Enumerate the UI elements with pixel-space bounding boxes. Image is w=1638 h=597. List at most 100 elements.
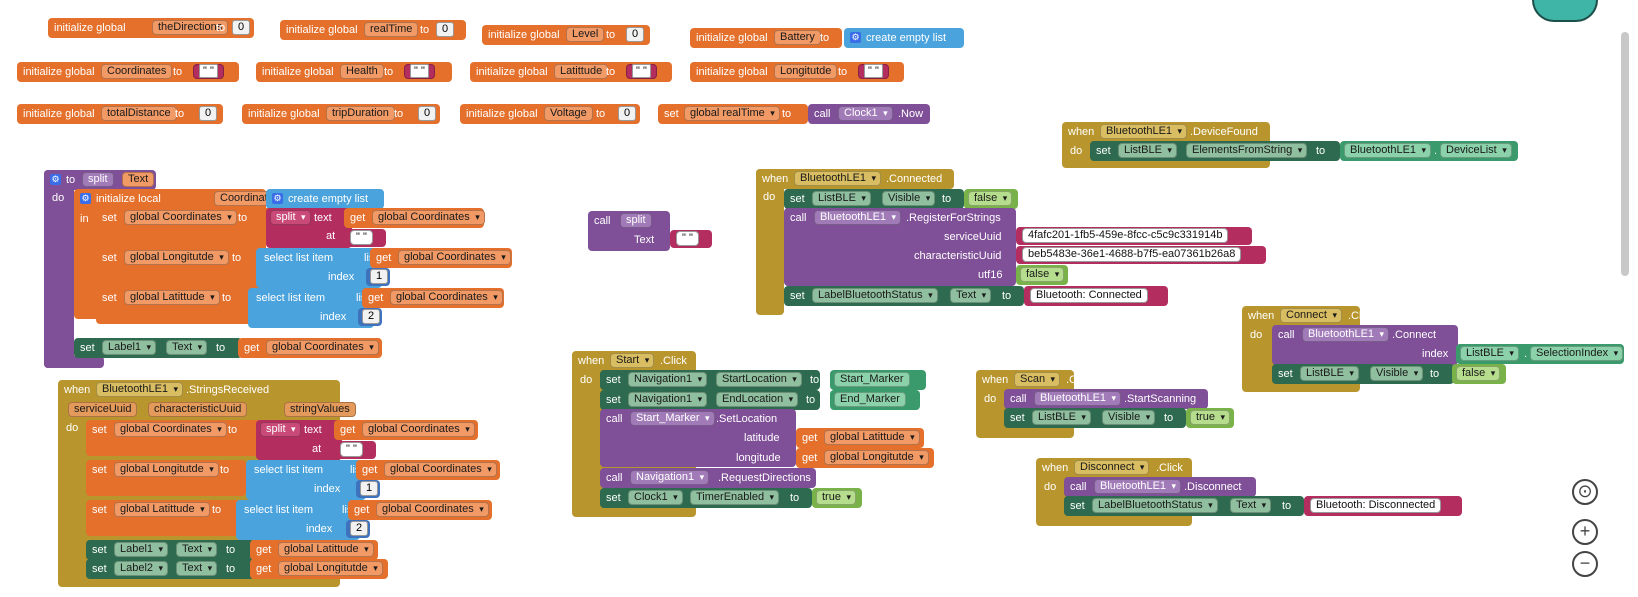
false-block[interactable]: false bbox=[1452, 364, 1506, 384]
set-global-longitude[interactable]: set global Longitutde to bbox=[86, 460, 246, 496]
component-dropdown[interactable]: BluetoothLE1 bbox=[1302, 327, 1390, 342]
component-dropdown[interactable]: ListBLE bbox=[812, 191, 871, 206]
call-request-directions[interactable]: call Navigation1 .RequestDirections bbox=[600, 468, 816, 488]
var-dropdown[interactable]: global Coordinates bbox=[390, 290, 503, 305]
center-icon[interactable]: ⊙ bbox=[1572, 479, 1598, 505]
global-init-Health[interactable]: initialize global Health to " " bbox=[256, 62, 452, 82]
component-dropdown[interactable]: Label2 bbox=[114, 561, 169, 576]
component-dropdown[interactable]: Start bbox=[610, 353, 655, 368]
component-dropdown[interactable]: Label1 bbox=[102, 340, 157, 355]
property-dropdown[interactable]: Visible bbox=[882, 191, 936, 206]
split-dropdown[interactable]: split bbox=[260, 422, 301, 437]
select-list-item-block[interactable]: select list item list index bbox=[246, 460, 366, 500]
set-label1-text[interactable]: set Label1 Text to bbox=[74, 338, 242, 358]
true-block[interactable]: true bbox=[1186, 408, 1234, 428]
number-value[interactable]: 1 bbox=[370, 269, 389, 284]
var-dropdown[interactable]: global Coordinates bbox=[376, 502, 489, 517]
property-dropdown[interactable]: EndLocation bbox=[716, 392, 799, 407]
component-dropdown[interactable]: BluetoothLE1 bbox=[96, 382, 184, 397]
zoom-out-icon[interactable]: − bbox=[1572, 551, 1598, 577]
string-value[interactable]: beb5483e-36e1-4688-b7f5-ea07361b26a8 bbox=[1022, 247, 1242, 262]
number-block[interactable]: 2 bbox=[346, 520, 370, 538]
set-label1-text[interactable]: set Label1 Text to bbox=[86, 540, 254, 560]
component-dropdown[interactable]: Navigation1 bbox=[628, 372, 708, 387]
global-init-realTime[interactable]: initialize global realTime to 0 bbox=[280, 20, 466, 40]
component-dropdown[interactable]: Navigation1 bbox=[628, 392, 708, 407]
string-literal[interactable]: " " bbox=[670, 230, 712, 248]
call-start-scanning[interactable]: call BluetoothLE1 .StartScanning bbox=[1004, 389, 1208, 409]
property-dropdown[interactable]: ElementsFromString bbox=[1186, 143, 1308, 158]
component-value[interactable]: Start_Marker bbox=[834, 372, 910, 387]
property-dropdown[interactable]: StartLocation bbox=[716, 372, 802, 387]
var-dropdown[interactable]: global Latittude bbox=[114, 502, 210, 517]
global-init-tripDuration[interactable]: initialize global tripDuration to 0 bbox=[242, 104, 440, 124]
get-global-longitude[interactable]: get global Longitutde bbox=[250, 559, 388, 579]
var-dropdown[interactable]: global Latittude bbox=[278, 542, 374, 557]
string-value[interactable]: " " bbox=[404, 64, 435, 79]
param-characteristicUuid[interactable]: characteristicUuid bbox=[148, 402, 248, 417]
select-list-item-block[interactable]: select list item list index bbox=[256, 248, 382, 288]
get-global-coordinates[interactable]: get global Coordinates bbox=[348, 500, 492, 520]
component-dropdown[interactable]: LabelBluetoothStatus bbox=[1092, 498, 1218, 513]
string-value[interactable]: " " bbox=[350, 230, 373, 245]
get-global-coordinates[interactable]: get global Coordinates bbox=[344, 208, 485, 228]
string-value[interactable]: Bluetooth: Disconnected bbox=[1310, 498, 1442, 513]
string-value[interactable]: " " bbox=[340, 442, 363, 457]
string-value[interactable]: Bluetooth: Connected bbox=[1030, 288, 1148, 303]
set-global-coordinates[interactable]: set global Coordinates to bbox=[86, 420, 262, 456]
string-value[interactable]: 4fafc201-1fb5-459e-8fcc-c5c9c331914b bbox=[1022, 228, 1229, 243]
global-init-Coordinates[interactable]: initialize global Coordinates to " " bbox=[17, 62, 239, 82]
gear-icon[interactable]: ⚙ bbox=[80, 193, 91, 204]
split-text-block[interactable]: split text at bbox=[266, 208, 352, 248]
boolean-dropdown[interactable]: false bbox=[1020, 267, 1065, 282]
number-block[interactable]: 1 bbox=[356, 480, 380, 498]
set-navigation-endlocation[interactable]: set Navigation1 EndLocation to bbox=[600, 390, 820, 410]
procedure-name[interactable]: split bbox=[620, 213, 652, 228]
gear-icon[interactable]: ⚙ bbox=[272, 193, 283, 204]
boolean-dropdown[interactable]: false bbox=[1456, 366, 1501, 381]
call-setlocation[interactable]: call Start_Marker .SetLocation latitude … bbox=[600, 409, 796, 467]
component-dropdown[interactable]: BluetoothLE1 bbox=[1100, 124, 1188, 139]
var-name[interactable]: Longitutde bbox=[774, 64, 838, 79]
var-name[interactable]: theDirections bbox=[152, 20, 229, 35]
var-name[interactable]: Voltage bbox=[544, 106, 593, 121]
trashcan-icon[interactable] bbox=[1532, 0, 1598, 22]
call-clock-now[interactable]: call Clock1 .Now bbox=[808, 104, 930, 124]
split-text-block[interactable]: split text at bbox=[256, 420, 342, 460]
get-global-coordinates[interactable]: get global Coordinates bbox=[370, 248, 512, 268]
var-dropdown[interactable]: global realTime bbox=[684, 106, 780, 121]
set-global-longitude[interactable]: set global Longitutde to bbox=[96, 248, 256, 284]
global-init-Voltage[interactable]: initialize global Voltage to 0 bbox=[460, 104, 640, 124]
create-empty-list-block[interactable]: ⚙ create empty list bbox=[266, 189, 384, 209]
global-init-totalDistance[interactable]: initialize global totalDistance to 0 bbox=[17, 104, 223, 124]
split-dropdown[interactable]: split bbox=[270, 210, 311, 225]
zoom-in-icon[interactable]: + bbox=[1572, 519, 1598, 545]
set-global-latitude[interactable]: set global Latittude to bbox=[86, 500, 242, 536]
start-marker-block[interactable]: Start_Marker bbox=[830, 370, 926, 390]
component-dropdown[interactable]: Label1 bbox=[114, 542, 169, 557]
component-dropdown[interactable]: BluetoothLE1 bbox=[1094, 479, 1182, 494]
property-dropdown[interactable]: SelectionIndex bbox=[1530, 346, 1624, 361]
false-block[interactable]: false bbox=[964, 189, 1018, 209]
component-dropdown[interactable]: BluetoothLE1 bbox=[1344, 143, 1432, 158]
get-global-coordinates[interactable]: get global Coordinates bbox=[362, 288, 504, 308]
number-value[interactable]: 0 bbox=[418, 106, 437, 121]
var-dropdown[interactable]: global Latittude bbox=[124, 290, 220, 305]
procedure-split-header[interactable]: ⚙ to split Text bbox=[44, 170, 156, 190]
number-value[interactable]: 0 bbox=[618, 106, 637, 121]
component-dropdown[interactable]: BluetoothLE1 bbox=[1034, 391, 1122, 406]
procedure-name[interactable]: split bbox=[82, 172, 114, 187]
end-marker-block[interactable]: End_Marker bbox=[830, 390, 920, 410]
select-list-item-block[interactable]: select list item list index bbox=[236, 500, 360, 540]
property-dropdown[interactable]: DeviceList bbox=[1440, 143, 1512, 158]
string-value[interactable]: " " bbox=[626, 64, 657, 79]
global-init-theDirections[interactable]: initialize global theDirections to 0 bbox=[48, 18, 254, 38]
get-global-coordinates[interactable]: get global Coordinates bbox=[334, 420, 478, 440]
string-value[interactable]: " " bbox=[193, 64, 224, 79]
var-name[interactable]: Latittude bbox=[554, 64, 609, 79]
global-init-Latittude[interactable]: initialize global Latittude to " " bbox=[470, 62, 672, 82]
string-literal[interactable]: " " bbox=[334, 441, 376, 459]
set-global-coordinates[interactable]: set global Coordinates to bbox=[96, 208, 272, 244]
var-dropdown[interactable]: global Longitutde bbox=[824, 450, 929, 465]
global-init-Level[interactable]: initialize global Level to 0 bbox=[482, 25, 650, 45]
